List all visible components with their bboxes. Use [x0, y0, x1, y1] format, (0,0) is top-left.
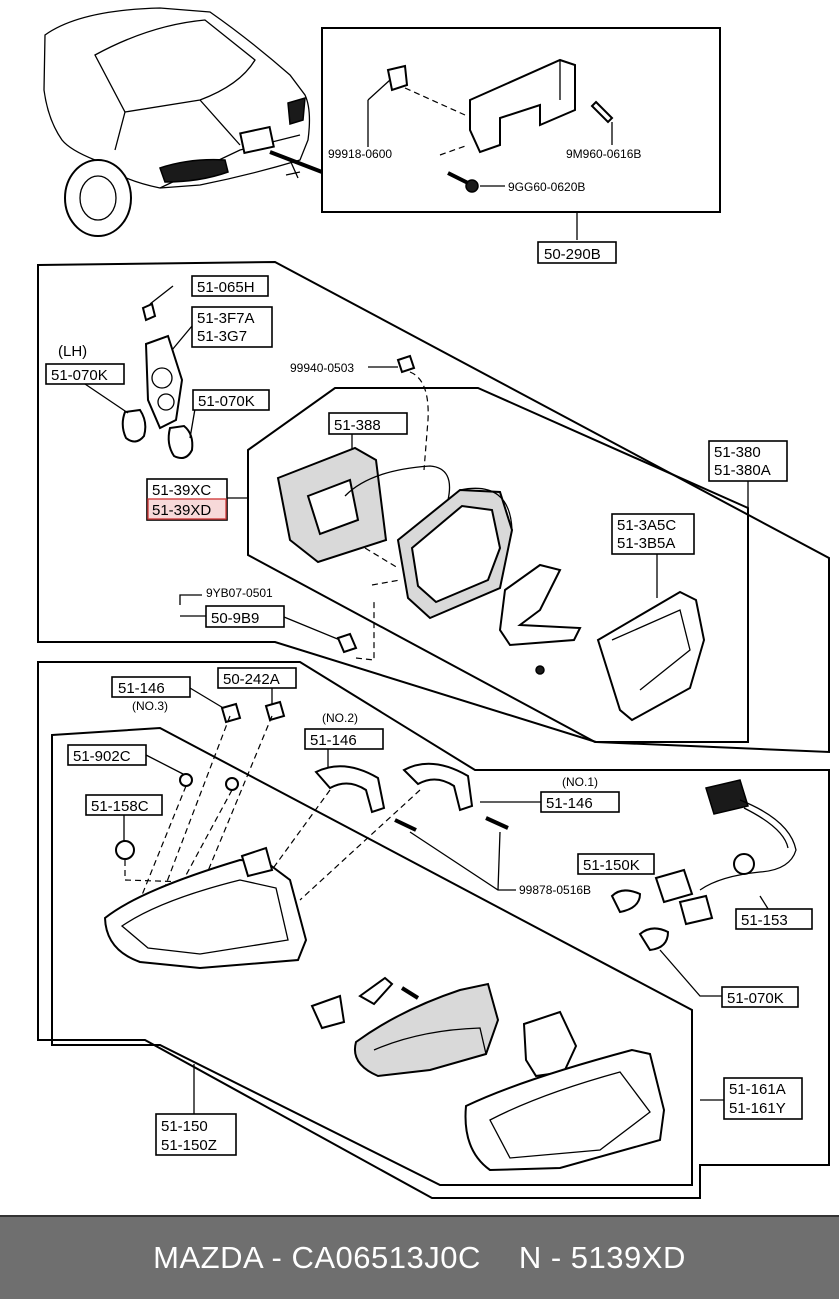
- label-51-388: 51-388: [334, 417, 381, 434]
- lens-part: [596, 590, 706, 722]
- label-51-3b5a: 51-3B5A: [617, 535, 675, 552]
- label-no3: (NO.3): [132, 699, 168, 713]
- label-51-161y: 51-161Y: [729, 1100, 786, 1117]
- label-51-150: 51-150: [161, 1118, 208, 1135]
- label-51-902c: 51-902C: [73, 748, 131, 765]
- label-box-51-065h: [191, 275, 269, 297]
- label-50-9b9: 50-9B9: [211, 610, 259, 627]
- label-51-3a5c: 51-3A5C: [617, 517, 676, 534]
- label-51-380a: 51-380A: [714, 462, 771, 479]
- label-box-51-150k: [577, 853, 655, 875]
- wiring-harness: [654, 779, 797, 926]
- combination-lamp-part: [103, 858, 308, 970]
- label-51-065h: 51-065H: [197, 279, 255, 296]
- bracket-part: [498, 563, 582, 647]
- label-box-51-161a: [723, 1077, 803, 1120]
- footer-brand-code: MAZDA - CA06513J0C: [153, 1240, 481, 1275]
- label-51-39xd: 51-39XD: [152, 502, 211, 519]
- label-box-51-070k-c: [721, 986, 799, 1008]
- socket-no2: [314, 765, 386, 814]
- label-99918-0600: 99918-0600: [328, 147, 392, 161]
- label-box-51-146-a: [111, 676, 191, 698]
- group-frame-lower: [37, 661, 830, 1199]
- car-illustration: [43, 7, 323, 237]
- label-box-51-070k-a: [45, 363, 125, 385]
- label-box-51-3a5c: [611, 513, 695, 555]
- label-51-150k: 51-150K: [583, 857, 640, 874]
- bracket-assembly: [321, 27, 721, 240]
- subgroup-frame-housing: [247, 387, 749, 743]
- label-99940-0503: 99940-0503: [290, 361, 354, 375]
- label-9m960-0616b: 9M960-0616B: [566, 147, 641, 161]
- label-box-51-070k-b: [192, 389, 270, 411]
- highlight-box-51-39xd: [147, 498, 227, 520]
- label-box-50-290b: [537, 241, 617, 264]
- label-box-51-150: [155, 1113, 237, 1156]
- label-51-3f7a: 51-3F7A: [197, 310, 255, 327]
- label-lh: (LH): [58, 343, 87, 360]
- label-51-070k-a: 51-070K: [51, 367, 108, 384]
- lamp-housing: [364, 487, 514, 620]
- label-99878-0516b: 99878-0516B: [519, 883, 591, 897]
- socket-bulb-assembly: [84, 285, 197, 459]
- footer-part-number: N - 5139XD: [518, 1240, 686, 1275]
- label-51-146-a: 51-146: [118, 680, 165, 697]
- label-no1: (NO.1): [562, 775, 598, 789]
- label-50-242a: 50-242A: [223, 671, 280, 688]
- label-51-161a: 51-161A: [729, 1081, 786, 1098]
- label-box-51-388: [328, 412, 408, 435]
- parts-diagram: 99918-0600 9M960-0616B 9GG60-0620B 50-29…: [37, 7, 830, 1199]
- label-no2: (NO.2): [322, 711, 358, 725]
- label-51-150z: 51-150Z: [161, 1137, 217, 1154]
- label-51-146-c: 51-146: [546, 795, 593, 812]
- footer-bar: MAZDA - CA06513J0C N - 5139XD: [0, 1215, 839, 1299]
- label-9gg60-0620b: 9GG60-0620B: [508, 180, 585, 194]
- label-51-3g7: 51-3G7: [197, 328, 247, 345]
- subgroup-frame-lens: [51, 726, 693, 1186]
- label-50-290b: 50-290B: [544, 246, 601, 263]
- label-box-51-146-b: [304, 728, 384, 750]
- label-box-51-3f7a: [191, 306, 273, 348]
- label-51-070k-b: 51-070K: [198, 393, 255, 410]
- label-box-51-380: [708, 440, 788, 482]
- label-9yb07-0501: 9YB07-0501: [206, 586, 273, 600]
- label-51-146-b: 51-146: [310, 732, 357, 749]
- group-frame-rear-lamp: [37, 260, 830, 754]
- label-51-153: 51-153: [741, 912, 788, 929]
- label-51-070k-c: 51-070K: [727, 990, 784, 1007]
- label-box-50-242a: [217, 667, 297, 689]
- label-box-51-153: [735, 908, 813, 930]
- reflector-part: [354, 982, 500, 1078]
- socket-no1: [402, 762, 474, 812]
- label-51-158c: 51-158C: [91, 798, 149, 815]
- label-51-380: 51-380: [714, 444, 761, 461]
- label-51-39xc: 51-39XC: [152, 482, 211, 499]
- outer-lens-part: [464, 1048, 666, 1172]
